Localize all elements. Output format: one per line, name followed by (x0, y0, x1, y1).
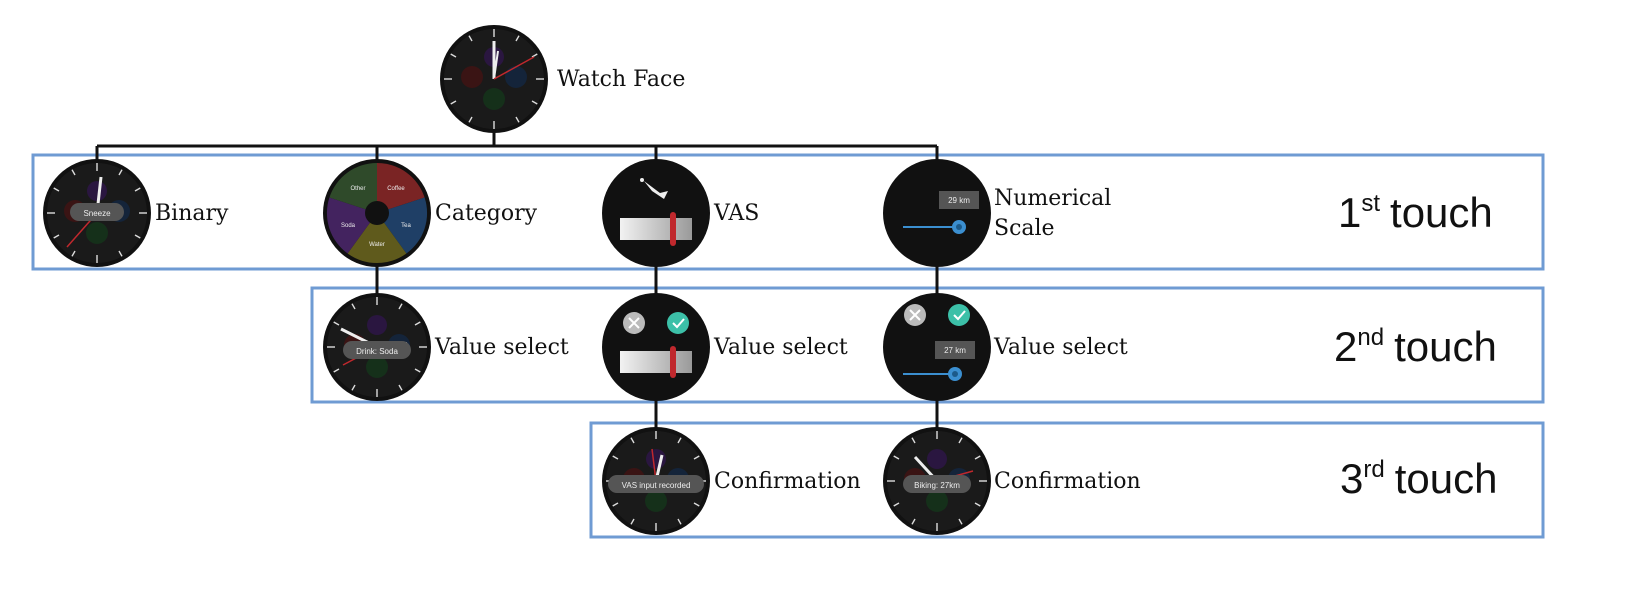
category-segment-tea: Tea (401, 223, 411, 229)
confirm-check-icon[interactable] (948, 304, 970, 326)
row-box-touch-3 (589, 421, 1545, 539)
binary-watch-screen: Sneeze (42, 158, 152, 268)
numerical-confirmation-label: Confirmation (994, 469, 1141, 494)
binary-watch-text: Sneeze (83, 209, 111, 218)
row-box-touch-1 (31, 153, 1545, 271)
numerical-value-select-screen: 27 km (883, 293, 991, 401)
vas-label: VAS (713, 201, 759, 226)
numerical-scale-watch-screen: 29 km (883, 159, 991, 267)
numerical-scale-label-line1: Numerical (994, 186, 1111, 211)
numerical-value-select-text: 27 km (944, 346, 966, 355)
vas-value-select-label: Value select (713, 335, 848, 360)
row-box-touch-2 (310, 286, 1545, 404)
touch-2-word: touch (1394, 323, 1497, 370)
vas-confirmation-label: Confirmation (714, 469, 861, 494)
numerical-scale-watch-text: 29 km (948, 196, 970, 205)
category-value-select-label: Value select (434, 335, 569, 360)
category-label: Category (435, 201, 538, 226)
vas-hand-icon (644, 181, 668, 199)
watch-face-screen (439, 24, 549, 134)
numerical-value-select-label: Value select (993, 335, 1128, 360)
category-value-select-screen: Drink: Soda (322, 292, 432, 402)
category-watch-screen: Other Coffee Tea Water Soda (323, 159, 431, 267)
vas-watch-screen (602, 159, 710, 267)
touch-2-sup: nd (1357, 324, 1384, 351)
touch-3-num: 3 (1340, 455, 1363, 502)
binary-label: Binary (155, 201, 229, 226)
touch-3-sup: rd (1363, 456, 1384, 483)
touch-1-num: 1 (1338, 189, 1361, 236)
touch-1-word: touch (1390, 189, 1493, 236)
category-segment-other: Other (350, 186, 365, 192)
vas-confirmation-text: VAS input recorded (622, 481, 691, 490)
category-segment-coffee: Coffee (387, 186, 405, 192)
category-segment-soda: Soda (341, 223, 356, 229)
category-value-select-text: Drink: Soda (356, 347, 398, 356)
tree-connectors (95, 130, 939, 430)
numerical-confirmation-screen: Biking: 27km (882, 426, 992, 536)
root-label: Watch Face (557, 67, 685, 92)
numerical-scale-label-line2: Scale (994, 216, 1055, 241)
vas-value-select-screen (602, 293, 710, 401)
numerical-confirmation-text: Biking: 27km (914, 481, 960, 490)
touch-3-word: touch (1395, 455, 1498, 502)
vas-confirmation-screen: VAS input recorded (601, 426, 711, 536)
touch-2-num: 2 (1334, 323, 1357, 370)
confirm-check-icon[interactable] (667, 312, 689, 334)
category-segment-water: Water (369, 242, 385, 248)
touch-1-sup: st (1361, 190, 1380, 217)
